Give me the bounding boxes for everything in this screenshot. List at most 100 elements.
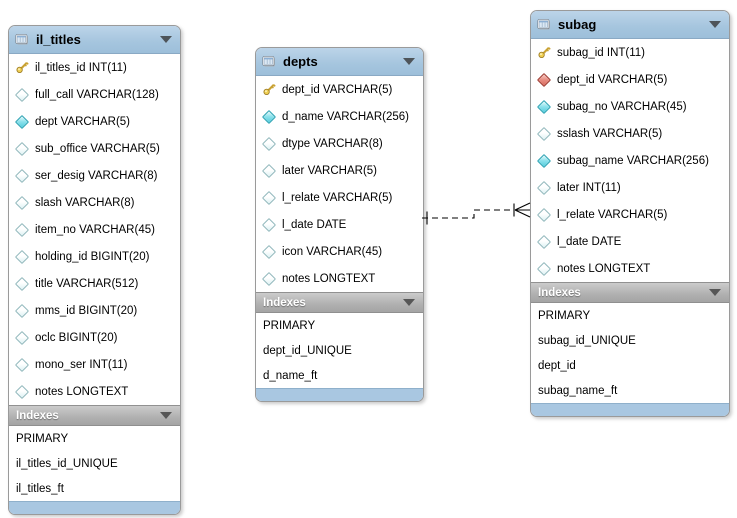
column-label: l_date DATE: [282, 218, 347, 231]
column-row[interactable]: later VARCHAR(5): [256, 157, 423, 184]
diamond-outline-icon: [537, 262, 551, 276]
collapse-arrow-icon[interactable]: [403, 58, 415, 65]
column-row[interactable]: l_date DATE: [256, 211, 423, 238]
table-header[interactable]: il_titles: [9, 26, 180, 54]
column-row[interactable]: mono_ser INT(11): [9, 351, 180, 378]
index-row[interactable]: PRIMARY: [256, 313, 423, 338]
column-label: notes LONGTEXT: [557, 262, 651, 275]
column-row[interactable]: title VARCHAR(512): [9, 270, 180, 297]
key-icon: [15, 61, 29, 75]
column-row[interactable]: oclc BIGINT(20): [9, 324, 180, 351]
diamond-filled-icon: [262, 110, 276, 124]
column-row[interactable]: later INT(11): [531, 174, 729, 201]
diamond-filled-icon: [15, 115, 29, 129]
relationship-connector[interactable]: [410, 188, 535, 238]
index-row[interactable]: il_titles_id_UNIQUE: [9, 451, 180, 476]
column-row[interactable]: slash VARCHAR(8): [9, 189, 180, 216]
table-footer: [9, 501, 180, 514]
column-row[interactable]: d_name VARCHAR(256): [256, 103, 423, 130]
column-row[interactable]: l_relate VARCHAR(5): [531, 201, 729, 228]
table-icon: [15, 33, 29, 47]
column-row[interactable]: l_date DATE: [531, 228, 729, 255]
diamond-outline-icon: [15, 223, 29, 237]
collapse-arrow-icon[interactable]: [709, 21, 721, 28]
diamond-outline-icon: [15, 169, 29, 183]
table-header[interactable]: depts: [256, 48, 423, 76]
column-row[interactable]: sslash VARCHAR(5): [531, 120, 729, 147]
collapse-arrow-icon[interactable]: [160, 36, 172, 43]
index-row[interactable]: subag_name_ft: [531, 378, 729, 403]
indexes-title: Indexes: [263, 296, 306, 309]
column-label: sub_office VARCHAR(5): [35, 142, 160, 155]
indexes-bar[interactable]: Indexes: [531, 282, 729, 303]
column-row[interactable]: icon VARCHAR(45): [256, 238, 423, 265]
diamond-outline-icon: [262, 272, 276, 286]
column-row[interactable]: subag_id INT(11): [531, 39, 729, 66]
index-row[interactable]: il_titles_ft: [9, 476, 180, 501]
column-label: mono_ser INT(11): [35, 358, 128, 371]
table-footer: [531, 403, 729, 416]
diamond-outline-icon: [537, 235, 551, 249]
indexes-collapse-arrow-icon[interactable]: [160, 412, 172, 419]
indexes-collapse-arrow-icon[interactable]: [709, 289, 721, 296]
diamond-outline-icon: [262, 137, 276, 151]
diamond-outline-icon: [262, 191, 276, 205]
diamond-outline-icon: [15, 385, 29, 399]
table-icon: [262, 55, 276, 69]
table-footer: [256, 388, 423, 401]
column-row[interactable]: notes LONGTEXT: [531, 255, 729, 282]
table-node-subag[interactable]: subag subag_id INT(11) dept_id VARCHAR(5)…: [530, 10, 730, 417]
column-row[interactable]: dept_id VARCHAR(5): [256, 76, 423, 103]
column-row[interactable]: notes LONGTEXT: [9, 378, 180, 405]
diamond-outline-icon: [262, 245, 276, 259]
column-row[interactable]: holding_id BIGINT(20): [9, 243, 180, 270]
index-row[interactable]: PRIMARY: [531, 303, 729, 328]
column-row[interactable]: item_no VARCHAR(45): [9, 216, 180, 243]
column-row[interactable]: l_relate VARCHAR(5): [256, 184, 423, 211]
column-row[interactable]: subag_no VARCHAR(45): [531, 93, 729, 120]
table-header[interactable]: subag: [531, 11, 729, 39]
column-label: notes LONGTEXT: [282, 272, 376, 285]
column-row[interactable]: ser_desig VARCHAR(8): [9, 162, 180, 189]
column-label: subag_id INT(11): [557, 46, 645, 59]
column-row[interactable]: il_titles_id INT(11): [9, 54, 180, 81]
diamond-outline-icon: [15, 196, 29, 210]
column-row[interactable]: mms_id BIGINT(20): [9, 297, 180, 324]
table-title: subag: [558, 17, 597, 32]
column-label: subag_no VARCHAR(45): [557, 100, 687, 113]
indexes-collapse-arrow-icon[interactable]: [403, 299, 415, 306]
column-label: later INT(11): [557, 181, 621, 194]
diamond-fk-icon: [537, 73, 551, 87]
column-label: dtype VARCHAR(8): [282, 137, 383, 150]
index-row[interactable]: d_name_ft: [256, 363, 423, 388]
table-node-il_titles[interactable]: il_titles il_titles_id INT(11) full_call …: [8, 25, 181, 515]
indexes-bar[interactable]: Indexes: [9, 405, 180, 426]
column-row[interactable]: dept_id VARCHAR(5): [531, 66, 729, 93]
column-row[interactable]: subag_name VARCHAR(256): [531, 147, 729, 174]
key-icon: [262, 83, 276, 97]
relationship-line[interactable]: [422, 209, 514, 219]
table-node-depts[interactable]: depts dept_id VARCHAR(5)d_name VARCHAR(2…: [255, 47, 424, 402]
column-row[interactable]: dept VARCHAR(5): [9, 108, 180, 135]
index-row[interactable]: subag_id_UNIQUE: [531, 328, 729, 353]
indexes-title: Indexes: [538, 286, 581, 299]
crow-foot-icon: [514, 202, 531, 218]
column-label: title VARCHAR(512): [35, 277, 139, 290]
key-icon: [537, 46, 551, 60]
column-row[interactable]: full_call VARCHAR(128): [9, 81, 180, 108]
column-row[interactable]: dtype VARCHAR(8): [256, 130, 423, 157]
indexes-bar[interactable]: Indexes: [256, 292, 423, 313]
column-row[interactable]: sub_office VARCHAR(5): [9, 135, 180, 162]
index-row[interactable]: PRIMARY: [9, 426, 180, 451]
column-label: slash VARCHAR(8): [35, 196, 135, 209]
diamond-outline-icon: [262, 164, 276, 178]
index-row[interactable]: dept_id_UNIQUE: [256, 338, 423, 363]
columns-section: dept_id VARCHAR(5)d_name VARCHAR(256) dty…: [256, 76, 423, 292]
columns-section: il_titles_id INT(11) full_call VARCHAR(12…: [9, 54, 180, 405]
column-label: il_titles_id INT(11): [35, 61, 127, 74]
index-row[interactable]: dept_id: [531, 353, 729, 378]
column-row[interactable]: notes LONGTEXT: [256, 265, 423, 292]
